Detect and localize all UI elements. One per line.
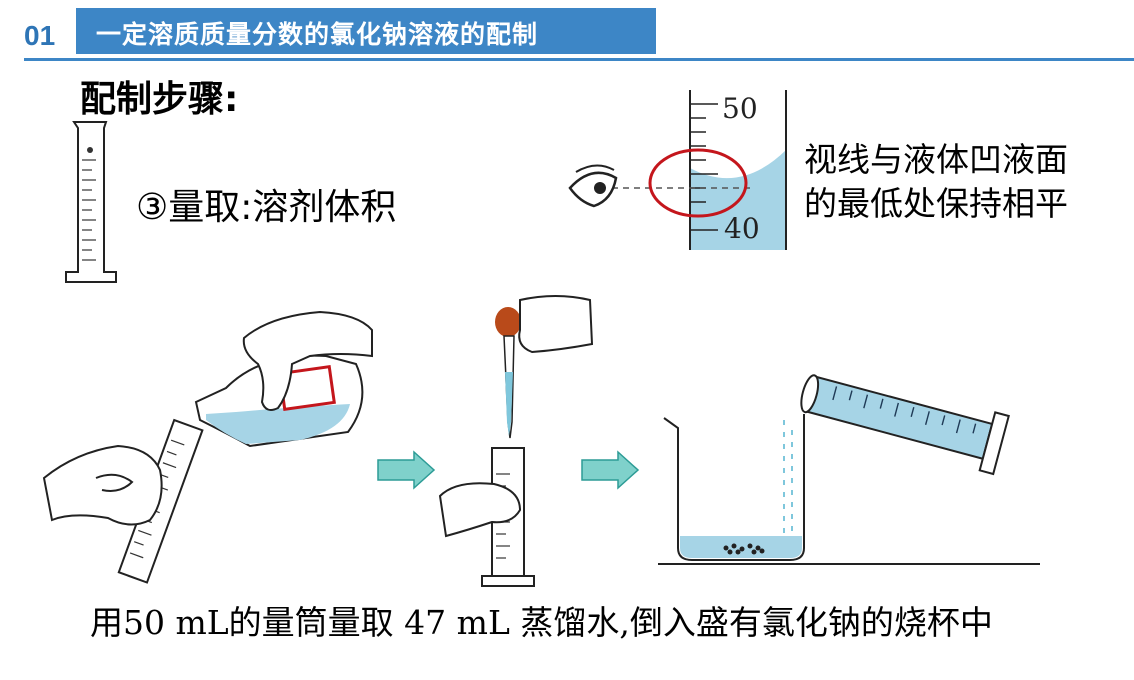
section-number: 01 — [24, 20, 56, 51]
page-title: 一定溶质质量分数的氯化钠溶液的配制 — [96, 20, 539, 49]
pouring-scene — [42, 310, 373, 584]
scale-mark-top: 50 — [722, 92, 758, 125]
header-divider — [24, 58, 1134, 61]
beaker-scene — [658, 374, 1040, 565]
dropper-icon — [495, 307, 521, 439]
hand-icon — [242, 310, 373, 411]
step-3-label: ③量取:溶剂体积 — [136, 187, 397, 228]
arrow-right-icon — [377, 450, 436, 490]
hand-icon — [518, 295, 594, 354]
note-line-1: 视线与液体凹液面 — [804, 140, 1068, 179]
steps-heading: 配制步骤: — [80, 79, 239, 120]
dropper-scene — [438, 295, 594, 587]
graduated-cylinder-icon — [800, 374, 1010, 476]
arrow-right-icon — [581, 450, 640, 490]
scale-mark-bottom: 40 — [724, 212, 760, 245]
hand-icon — [42, 444, 163, 526]
reading-note: 视线与液体凹液面 的最低处保持相平 — [804, 138, 1068, 226]
graduated-cylinder-icon — [65, 121, 117, 283]
eye-icon — [568, 164, 618, 208]
caption: 用50 mL的量筒量取 47 mL 蒸馏水,倒入盛有氯化钠的烧杯中 — [90, 603, 993, 642]
note-line-2: 的最低处保持相平 — [804, 184, 1068, 223]
beaker-icon — [663, 414, 805, 561]
highlight-circle — [648, 148, 748, 218]
hand-icon — [438, 482, 522, 538]
meniscus-detail: 50 40 — [612, 90, 787, 250]
title-banner — [76, 8, 656, 54]
